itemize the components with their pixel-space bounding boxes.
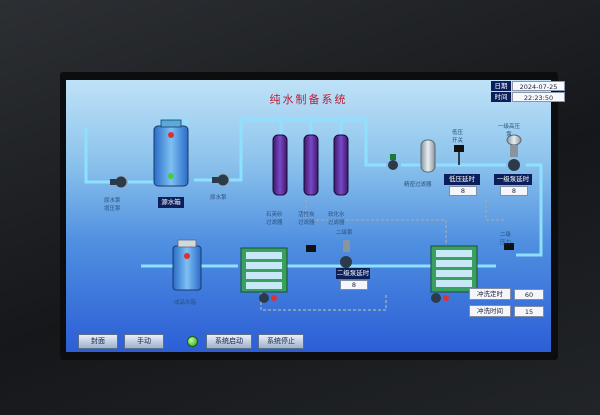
- flush-valve-2-icon: [431, 293, 449, 303]
- first-pump-icon: [506, 134, 522, 171]
- raw-pump-label: 原水泵: [210, 195, 227, 201]
- ro-membrane-2-icon: [430, 245, 478, 293]
- second-pressure-label: 二级压力: [500, 232, 512, 246]
- pressure-switch-3-icon: [504, 243, 514, 250]
- first-pump-label: 一级高压泵: [498, 124, 521, 138]
- second-pump-delay-label: 二级泵延时: [336, 268, 370, 279]
- source-pump-label: 原水泵增压泵: [104, 198, 121, 212]
- system-stop-button[interactable]: 系统停止: [258, 334, 304, 349]
- manual-button[interactable]: 手动: [124, 334, 164, 349]
- filter-column-1-icon: [272, 134, 288, 196]
- filter-3-label: 软化水过滤器: [328, 212, 345, 226]
- source-tank-label: 源水箱: [158, 197, 184, 208]
- filter-column-2-icon: [303, 134, 319, 196]
- first-pump-delay-label: 一级泵延时: [494, 174, 532, 185]
- first-pump-delay-field[interactable]: 8: [500, 186, 528, 196]
- flush-valve-1-icon: [259, 293, 277, 303]
- inlet-valve-icon: [388, 154, 398, 170]
- pressure-switch-2-icon: [306, 245, 316, 252]
- precision-filter-icon: [420, 139, 436, 173]
- time-label: 时间: [491, 92, 511, 102]
- flush-duration-field[interactable]: 15: [514, 306, 544, 317]
- flush-interval-label: 冲洗定时: [469, 288, 511, 300]
- running-indicator: [187, 336, 198, 347]
- filter-2-label: 活性炭过滤器: [298, 212, 315, 226]
- hmi-screen: 纯水制备系统 日期 2024-07-25 时间 22:23:50: [66, 80, 565, 352]
- product-tank-icon: [172, 239, 202, 291]
- home-button[interactable]: 封面: [78, 334, 118, 349]
- flush-interval-field[interactable]: 60: [514, 289, 544, 300]
- low-pressure-switch-label: 低压开关: [452, 130, 464, 144]
- date-value: 2024-07-25: [512, 81, 565, 91]
- precision-filter-label: 精密过滤器: [404, 182, 432, 188]
- second-pump-label: 二级泵: [336, 230, 353, 236]
- low-pressure-delay-label: 低压延时: [444, 174, 480, 185]
- second-pump-delay-field[interactable]: 8: [340, 280, 368, 290]
- source-tank-icon: [153, 119, 189, 187]
- product-tank-label: 成品水箱: [174, 300, 197, 306]
- raw-pump-icon: [212, 173, 230, 187]
- page-title: 纯水制备系统: [269, 93, 348, 106]
- system-start-button[interactable]: 系统启动: [206, 334, 252, 349]
- low-pressure-switch-icon: [454, 145, 464, 165]
- low-pressure-delay-field[interactable]: 8: [449, 186, 477, 196]
- process-diagram: [84, 118, 543, 311]
- time-value: 22:23:50: [512, 92, 565, 102]
- ro-membrane-1-icon: [240, 247, 288, 293]
- filter-1-label: 石英砂过滤器: [266, 212, 283, 226]
- second-pump-icon: [340, 240, 352, 268]
- source-pump-icon: [110, 175, 128, 189]
- filter-column-3-icon: [333, 134, 349, 196]
- flush-duration-label: 冲洗时间: [469, 305, 511, 317]
- date-label: 日期: [491, 81, 511, 91]
